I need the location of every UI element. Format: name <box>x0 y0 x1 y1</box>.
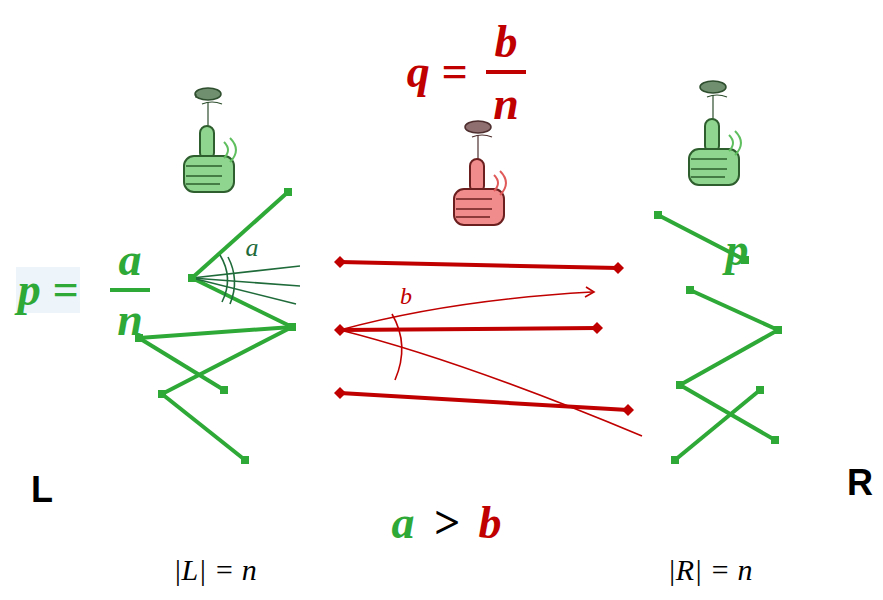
vertex-set: L |L| = n <box>20 115 400 595</box>
math-label: p <box>726 227 749 273</box>
math-label: a <box>392 500 415 546</box>
math-label: b <box>495 19 518 65</box>
red-vertices <box>334 256 634 416</box>
math-label: a <box>119 237 142 283</box>
red-edges <box>340 262 628 410</box>
fraction-bar <box>486 70 526 74</box>
set-outline <box>530 115 880 595</box>
math-label: p = <box>16 267 81 313</box>
math-label: a <box>246 235 259 261</box>
fraction-bar <box>110 288 150 292</box>
math-label: > <box>433 500 459 546</box>
coin-flip-hand <box>184 88 236 192</box>
set-name: L <box>31 472 53 508</box>
math-label: b <box>400 284 412 308</box>
degree-sketch <box>192 255 300 304</box>
set-size: |L| = n <box>173 555 256 585</box>
math-label: b <box>479 500 502 546</box>
set-outline <box>20 115 400 595</box>
math-label: n <box>117 297 143 343</box>
math-label: q = <box>407 49 468 95</box>
coin-flip-hand <box>689 81 741 185</box>
coin-flip-hand <box>454 121 506 225</box>
vertex-set: R |R| = n <box>530 115 880 595</box>
green-edges <box>139 192 778 460</box>
set-name: R <box>847 465 873 501</box>
green-vertices <box>135 188 782 464</box>
math-label: n <box>493 81 519 127</box>
red-sketch <box>340 287 642 436</box>
set-size: |R| = n <box>667 555 752 585</box>
